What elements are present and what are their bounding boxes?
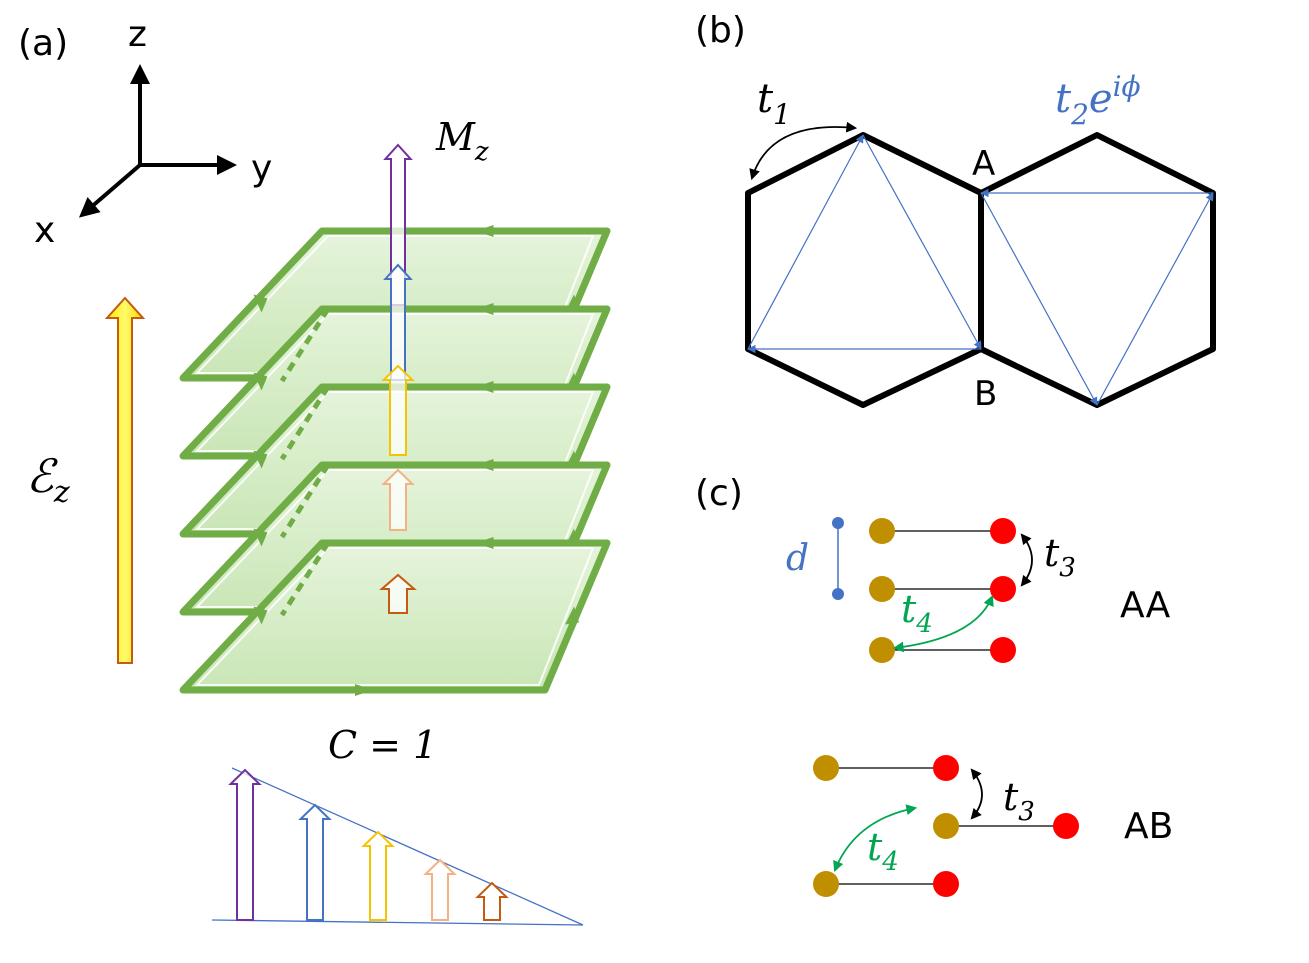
profile-arrows <box>228 768 509 921</box>
chern-number-label: C = 1 <box>328 723 437 767</box>
ab-t3-label: t3 <box>1003 775 1035 827</box>
aa-t4-label: t4 <box>901 587 933 639</box>
site-a-label: A <box>972 144 995 184</box>
magnetization-label: Mz <box>435 115 489 167</box>
aa-label: AA <box>1120 585 1171 626</box>
aa-t3-label: t3 <box>1044 531 1076 583</box>
panel-c-label: (c) <box>695 473 743 514</box>
t1-label: t1 <box>757 76 791 131</box>
layer-stack <box>179 143 611 696</box>
profile-arrow-3 <box>361 830 395 921</box>
profile-arrow-2 <box>298 803 332 921</box>
profile-arrow-1 <box>228 768 262 921</box>
moment-arrow-5 <box>379 573 417 614</box>
site-b-label: B <box>974 374 997 414</box>
hidden-edge-2 <box>279 306 522 383</box>
panel-a-label: (a) <box>18 23 68 64</box>
ab-label: AB <box>1124 806 1173 847</box>
hidden-edge-3 <box>279 384 522 461</box>
layer-moment-arrows <box>379 143 417 614</box>
t2-label: t2eiϕ <box>1055 70 1141 131</box>
ab-t4-label: t4 <box>867 825 899 877</box>
aa-stacking <box>832 517 1033 663</box>
axes-icon <box>78 64 237 218</box>
d-label: d <box>786 538 809 579</box>
axis-x-label: x <box>34 210 55 251</box>
moment-arrow-2 <box>383 263 413 381</box>
t1-hopping-arrow <box>749 121 858 181</box>
ab-stacking <box>813 755 1079 897</box>
nnn-hopping-left <box>747 134 982 354</box>
layer-5 <box>179 537 611 696</box>
moment-arrow-3 <box>381 364 415 456</box>
profile-arrow-5 <box>475 881 509 921</box>
moment-profile <box>211 767 584 926</box>
panel-b-label: (b) <box>695 10 746 51</box>
profile-arrow-4 <box>423 858 457 921</box>
hidden-edge-5 <box>279 540 522 617</box>
axis-z-label: z <box>128 14 147 55</box>
nnn-hopping-right <box>980 188 1214 406</box>
axis-y-label: y <box>251 148 272 189</box>
electric-field-arrow <box>104 296 146 664</box>
moment-arrow-4 <box>381 468 415 531</box>
hidden-edge-4 <box>279 462 522 539</box>
field-label: ℰz <box>26 449 70 510</box>
